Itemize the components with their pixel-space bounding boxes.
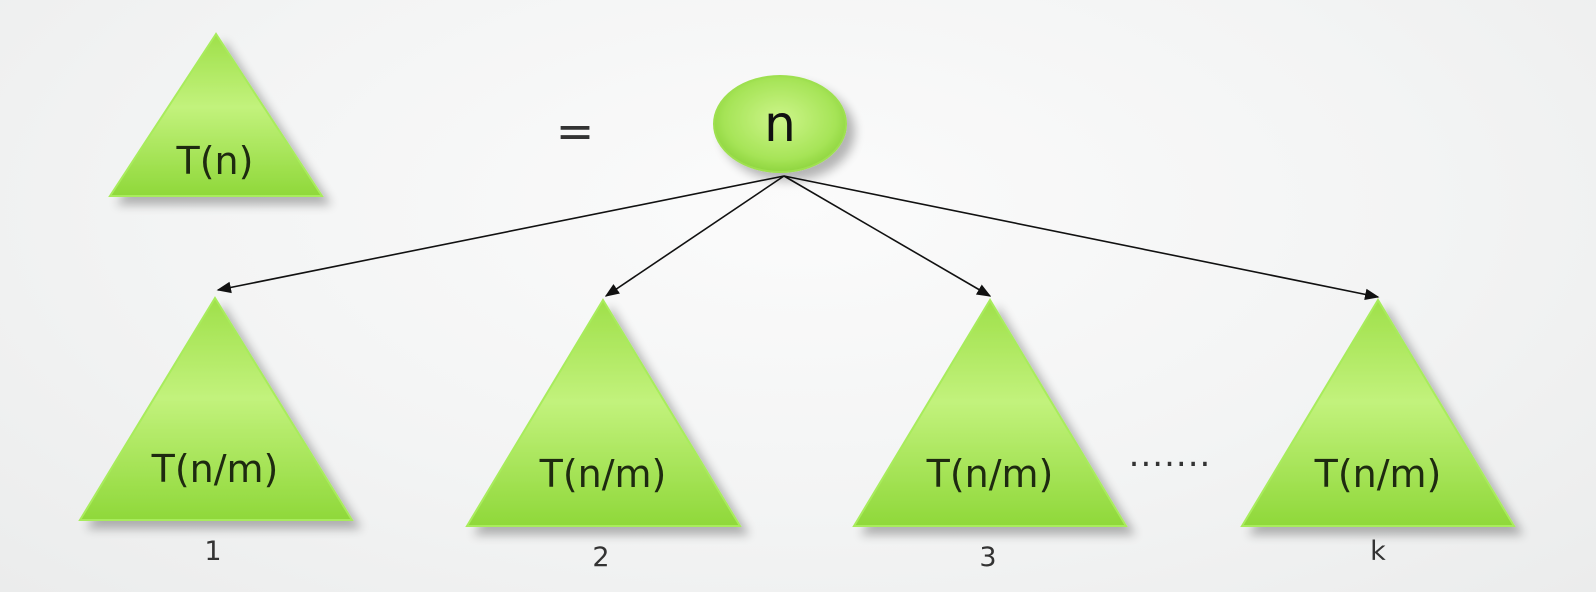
lhs-triangle-shape <box>108 32 324 197</box>
child-index-label: 1 <box>204 536 221 567</box>
lhs-triangle-label: T(n) <box>176 139 254 183</box>
tree-edges <box>216 175 1380 301</box>
child-node-1: T(n/m) 1 <box>78 296 354 567</box>
child-triangle-label: T(n/m) <box>151 447 279 491</box>
edge-to-child-3 <box>783 175 992 297</box>
edge-to-child-k <box>783 175 1380 301</box>
child-triangle-label: T(n/m) <box>539 452 667 496</box>
root-node: n <box>713 75 847 173</box>
edge-to-child-1 <box>216 175 785 294</box>
child-node-3: T(n/m) 3 <box>852 298 1128 573</box>
child-triangle-shape <box>1240 298 1516 527</box>
child-triangle-shape <box>78 296 354 521</box>
child-triangle-shape <box>852 298 1128 527</box>
child-index-label: 2 <box>592 542 609 573</box>
lhs-triangle-node: T(n) <box>108 32 324 197</box>
root-oval-shape <box>713 75 847 173</box>
child-index-label: k <box>1370 536 1386 567</box>
child-node-k: T(n/m) k <box>1240 298 1516 567</box>
ellipsis-dots: ....... <box>1129 435 1212 475</box>
equals-sign: = <box>556 104 595 158</box>
root-node-label: n <box>764 95 796 153</box>
child-triangle-label: T(n/m) <box>1314 452 1442 496</box>
child-node-2: T(n/m) 2 <box>465 298 742 573</box>
child-triangle-shape <box>465 298 742 527</box>
child-index-label: 3 <box>979 542 996 573</box>
edge-to-child-2 <box>604 175 785 297</box>
child-triangle-label: T(n/m) <box>926 452 1054 496</box>
